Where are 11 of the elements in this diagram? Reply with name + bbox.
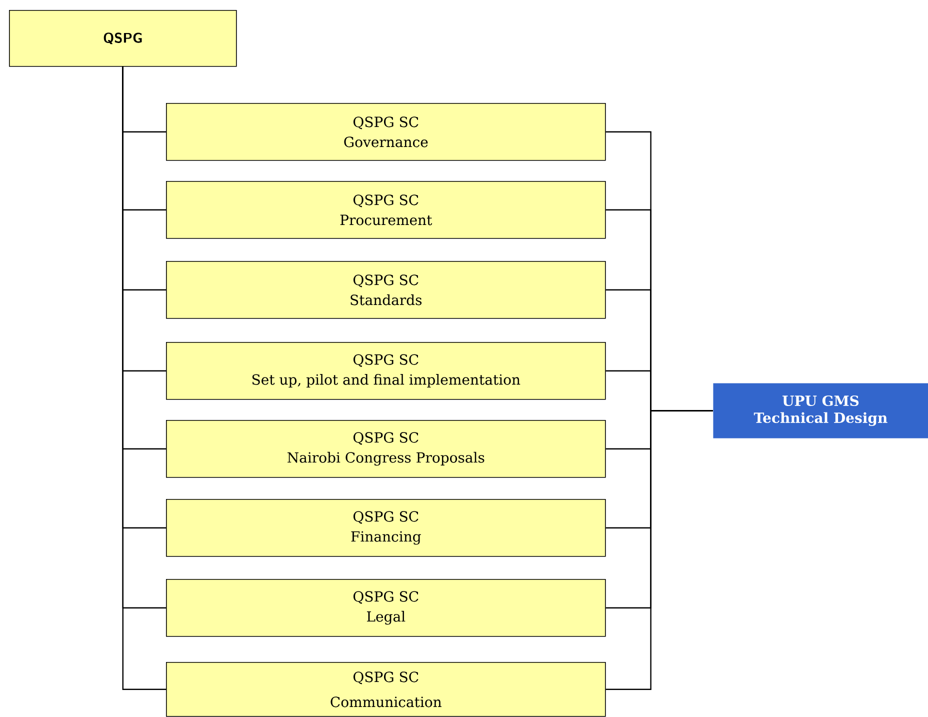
committee-box: QSPG SC Legal xyxy=(166,579,606,637)
root-box: QSPG xyxy=(9,10,237,67)
committee-box: QSPG SC Nairobi Congress Proposals xyxy=(166,420,606,478)
committee-box: QSPG SC Standards xyxy=(166,261,606,319)
committee-box: QSPG SC Communication xyxy=(166,662,606,717)
committee-box: QSPG SC Governance xyxy=(166,103,606,161)
committee-box: QSPG SC Procurement xyxy=(166,181,606,239)
committee-box: QSPG SC Set up, pilot and final implementation xyxy=(166,342,606,400)
committee-box: QSPG SC Financing xyxy=(166,499,606,557)
design-box: UPU GMS Technical Design xyxy=(713,383,928,438)
connector-line xyxy=(606,410,713,690)
